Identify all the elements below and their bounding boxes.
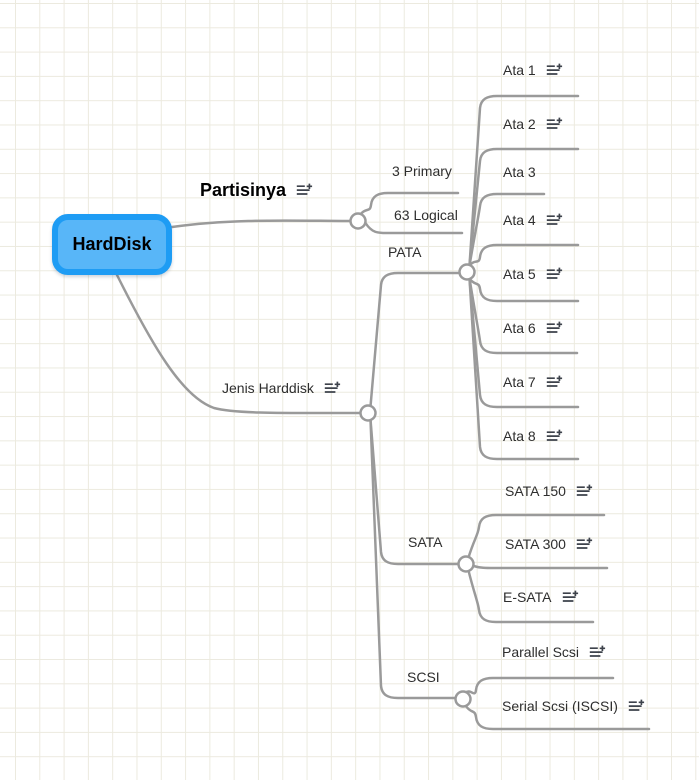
node-sata[interactable]: SATA xyxy=(408,533,443,551)
node-label: Ata 3 xyxy=(503,164,536,180)
note-add-icon[interactable] xyxy=(546,213,563,228)
node-ata-2[interactable]: Ata 2 xyxy=(503,115,563,133)
branch-connector[interactable] xyxy=(457,555,475,573)
branch-connector[interactable] xyxy=(359,404,377,422)
branch-connector[interactable] xyxy=(454,690,472,708)
node-label: Serial Scsi (ISCSI) xyxy=(502,698,618,714)
note-add-icon[interactable] xyxy=(628,699,645,714)
note-add-icon[interactable] xyxy=(562,590,579,605)
node-label: Ata 6 xyxy=(503,320,536,336)
node-label: 63 Logical xyxy=(394,207,458,223)
edge xyxy=(464,704,651,731)
node-label: PATA xyxy=(388,244,422,260)
node-3-primary[interactable]: 3 Primary xyxy=(392,162,452,180)
edge xyxy=(468,277,580,461)
note-add-icon[interactable] xyxy=(546,375,563,390)
node-sata-150[interactable]: SATA 150 xyxy=(505,482,593,500)
node-label: SATA 300 xyxy=(505,536,566,552)
node-label: SATA xyxy=(408,534,443,550)
node-label: Ata 5 xyxy=(503,266,536,282)
node-parallel-scsi[interactable]: Parallel Scsi xyxy=(502,643,606,661)
node-label: Ata 8 xyxy=(503,428,536,444)
node-label: Partisinya xyxy=(200,180,287,200)
node-serial-scsi[interactable]: Serial Scsi (ISCSI) xyxy=(502,697,645,715)
note-add-icon[interactable] xyxy=(576,484,593,499)
edge xyxy=(468,147,580,267)
note-add-icon[interactable] xyxy=(546,63,563,78)
edge xyxy=(369,418,460,566)
edge xyxy=(468,243,580,267)
root-node-label: HardDisk xyxy=(72,234,152,254)
node-ata-3[interactable]: Ata 3 xyxy=(503,163,536,181)
note-add-icon[interactable] xyxy=(546,321,563,336)
node-ata-5[interactable]: Ata 5 xyxy=(503,265,563,283)
edge xyxy=(364,221,464,235)
branch-connector[interactable] xyxy=(458,263,476,281)
edge xyxy=(115,273,362,415)
node-label: Ata 2 xyxy=(503,116,536,132)
edge xyxy=(369,418,457,700)
node-jenis-harddisk[interactable]: Jenis Harddisk xyxy=(222,379,341,397)
note-add-icon[interactable] xyxy=(546,267,563,282)
edge xyxy=(369,271,461,408)
edge xyxy=(464,676,615,695)
note-add-icon[interactable] xyxy=(589,645,606,660)
node-label: 3 Primary xyxy=(392,163,452,179)
node-ata-8[interactable]: Ata 8 xyxy=(503,427,563,445)
note-add-icon[interactable] xyxy=(546,429,563,444)
node-label: SATA 150 xyxy=(505,483,566,499)
note-add-icon[interactable] xyxy=(546,117,563,132)
note-add-icon[interactable] xyxy=(296,183,313,198)
note-add-icon[interactable] xyxy=(576,537,593,552)
node-label: Ata 1 xyxy=(503,62,536,78)
node-63-logical[interactable]: 63 Logical xyxy=(394,206,458,224)
node-e-sata[interactable]: E-SATA xyxy=(503,588,579,606)
node-sata-300[interactable]: SATA 300 xyxy=(505,535,593,553)
edge xyxy=(472,564,609,570)
edge xyxy=(467,513,606,559)
note-add-icon[interactable] xyxy=(324,381,341,396)
node-label: Ata 4 xyxy=(503,212,536,228)
node-ata-7[interactable]: Ata 7 xyxy=(503,373,563,391)
edge xyxy=(468,192,546,267)
node-label: Jenis Harddisk xyxy=(222,380,314,396)
edge xyxy=(359,191,460,216)
node-scsi[interactable]: SCSI xyxy=(407,668,440,686)
edge xyxy=(170,219,352,229)
edge xyxy=(467,569,595,624)
node-label: E-SATA xyxy=(503,589,552,605)
node-ata-1[interactable]: Ata 1 xyxy=(503,61,563,79)
branch-connector[interactable] xyxy=(349,212,367,230)
edge xyxy=(468,277,579,355)
node-ata-4[interactable]: Ata 4 xyxy=(503,211,563,229)
node-partisinya[interactable]: Partisinya xyxy=(200,181,313,199)
node-label: Parallel Scsi xyxy=(502,644,580,660)
node-label: SCSI xyxy=(407,669,440,685)
edge xyxy=(468,94,580,267)
node-pata[interactable]: PATA xyxy=(388,243,421,261)
node-harddisk[interactable]: HardDisk xyxy=(52,214,172,275)
node-ata-6[interactable]: Ata 6 xyxy=(503,319,563,337)
node-label: Ata 7 xyxy=(503,374,536,390)
edge xyxy=(468,277,580,303)
